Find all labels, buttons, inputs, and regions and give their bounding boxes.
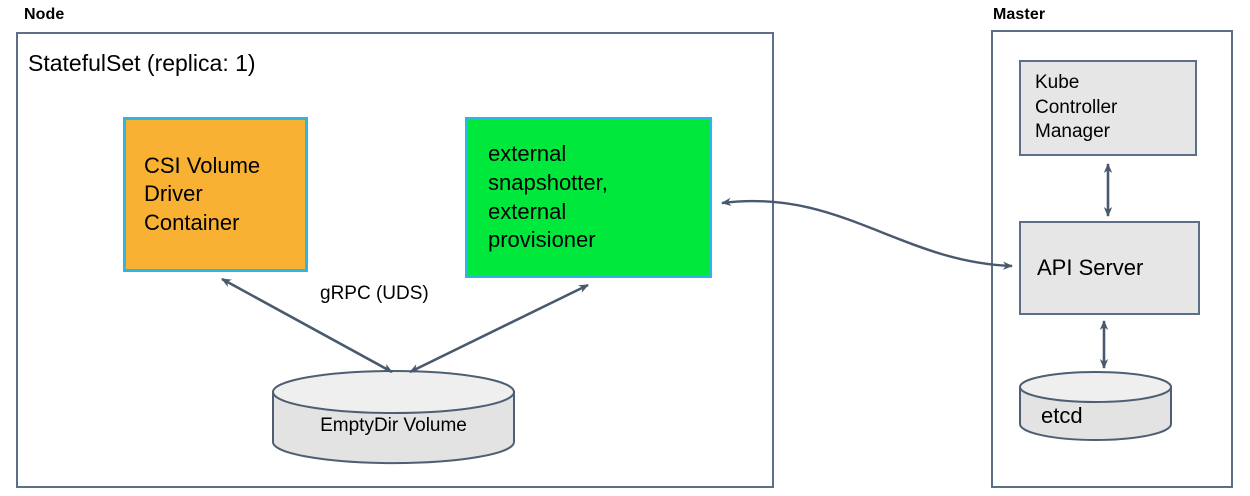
csi-volume-driver-container[interactable]: CSI Volume Driver Container — [123, 117, 308, 272]
external-line-4: provisioner — [488, 227, 596, 253]
etcd-cylinder-shape — [1019, 371, 1172, 441]
grpc-edge-label: gRPC (UDS) — [320, 283, 429, 304]
external-line-1: external — [488, 141, 567, 167]
kcm-line-1: Kube — [1035, 71, 1080, 93]
etcd-label: etcd — [1041, 403, 1083, 428]
master-zone-label: Master — [993, 6, 1046, 23]
kube-controller-manager[interactable]: Kube Controller Manager — [1019, 60, 1197, 156]
external-controllers-container[interactable]: external snapshotter, external provision… — [465, 117, 712, 278]
kcm-line-3: Manager — [1035, 121, 1110, 143]
external-line-3: external — [488, 198, 567, 224]
node-zone-label: Node — [24, 6, 65, 23]
kcm-line-2: Controller — [1035, 96, 1118, 118]
api-server-label: API Server — [1037, 254, 1144, 280]
csi-line-1: CSI Volume — [144, 152, 261, 178]
api-server[interactable]: API Server — [1019, 221, 1200, 315]
emptydir-volume[interactable]: EmptyDir Volume — [272, 370, 515, 465]
emptydir-volume-label: EmptyDir Volume — [320, 415, 467, 436]
emptydir-cylinder-shape — [272, 370, 515, 465]
csi-line-3: Container — [144, 209, 240, 235]
csi-line-2: Driver — [144, 181, 203, 207]
etcd-store[interactable]: etcd — [1019, 371, 1172, 441]
statefulset-title: StatefulSet (replica: 1) — [28, 50, 256, 76]
external-line-2: snapshotter, — [488, 169, 608, 195]
